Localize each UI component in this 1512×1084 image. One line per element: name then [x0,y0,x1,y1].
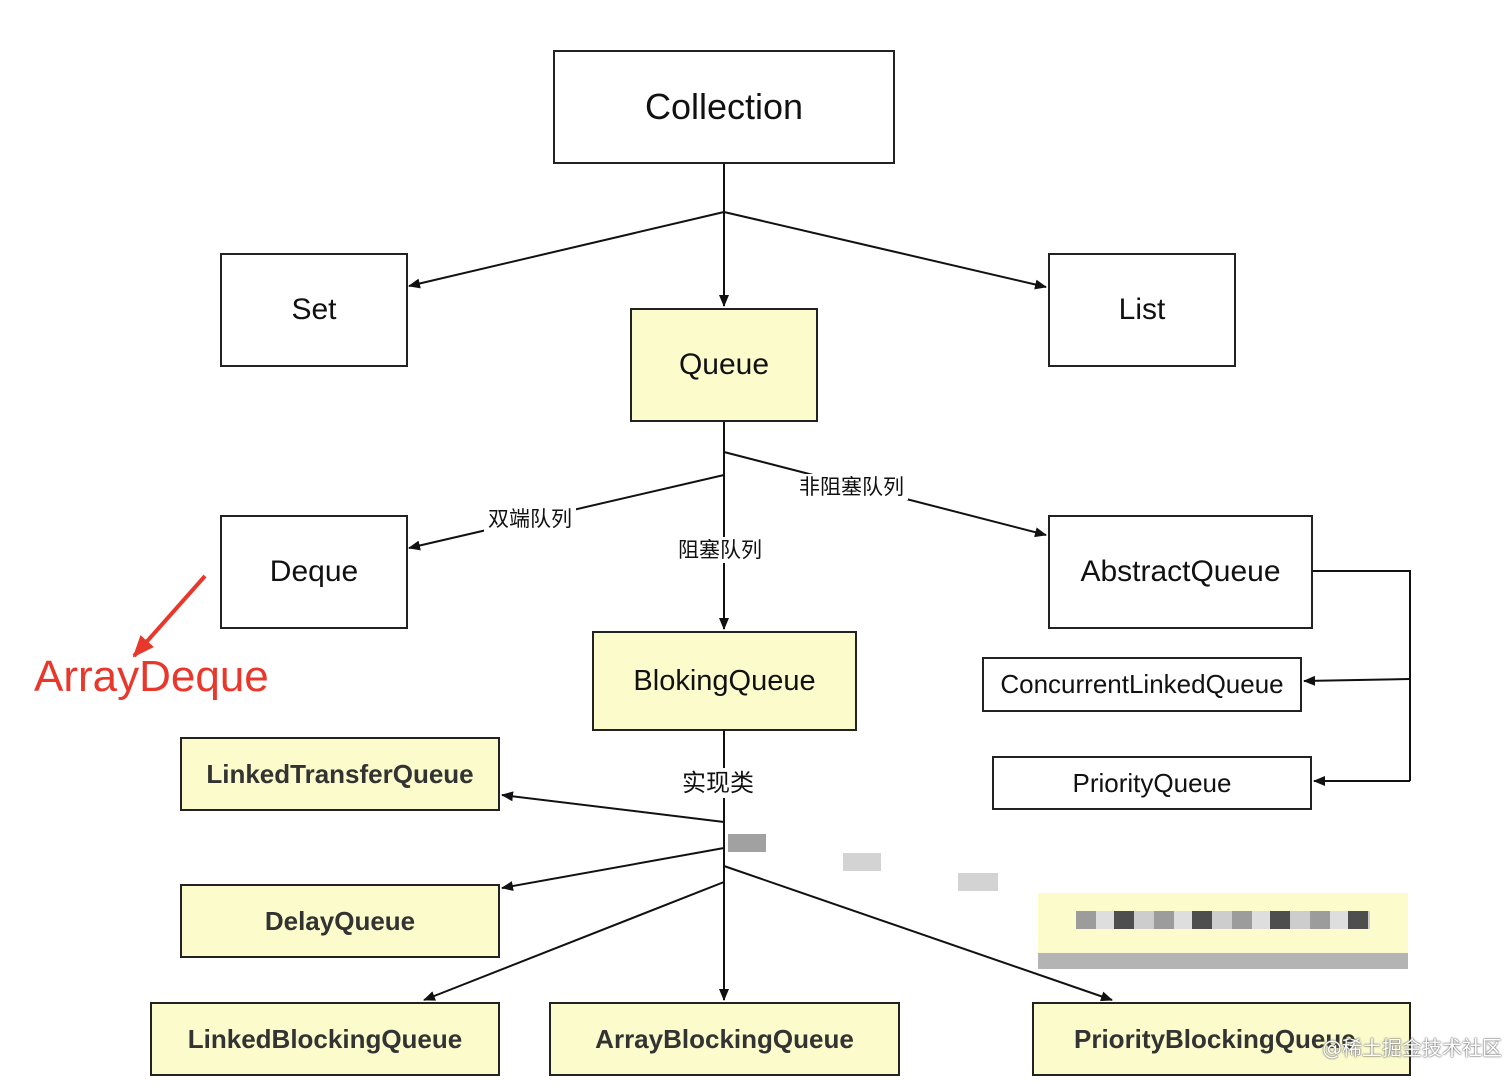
edge-abstract-bracket [1313,570,1411,781]
redacted-block-3 [958,873,998,891]
node-queue: Queue [630,308,818,422]
node-delay-queue: DelayQueue [180,884,500,958]
edge-collection-to-set [408,211,725,289]
edge-collection-to-list [723,211,1047,290]
edge-label-implementations: 实现类 [678,768,758,798]
node-blocking-queue: BlokingQueue [592,631,857,731]
node-concurrent-linked-queue: ConcurrentLinkedQueue [982,657,1302,712]
edge-label-blocking: 阻塞队列 [674,537,766,563]
node-priority-queue: PriorityQueue [992,756,1312,810]
node-linked-transfer-queue: LinkedTransferQueue [180,737,500,811]
redacted-node [1038,893,1408,969]
watermark: @稀土掘金技术社区 [1322,1036,1502,1060]
node-priority-blocking-queue: PriorityBlockingQueue [1032,1002,1411,1076]
node-abstract-queue: AbstractQueue [1048,515,1313,629]
edge-label-non-blocking: 非阻塞队列 [795,474,908,500]
node-array-blocking-queue: ArrayBlockingQueue [549,1002,900,1076]
redacted-block-2 [843,853,881,871]
redacted-block-1 [728,834,766,852]
edge-abstract-to-concurrent [1303,675,1411,686]
edge-impl-to-linked-transfer [501,791,725,823]
annotation-arrow [132,574,207,658]
edge-label-double-ended: 双端队列 [484,506,576,532]
node-collection: Collection [553,50,895,164]
edge-impl-to-linked-blocking [423,881,725,1001]
node-list: List [1048,253,1236,367]
node-linked-blocking-queue: LinkedBlockingQueue [150,1002,500,1076]
edge-impl-to-priority-blocking [723,865,1113,1002]
annotation-array-deque: ArrayDeque [34,652,269,701]
node-deque: Deque [220,515,408,629]
edge-impl-to-delay [501,847,725,891]
node-set: Set [220,253,408,367]
